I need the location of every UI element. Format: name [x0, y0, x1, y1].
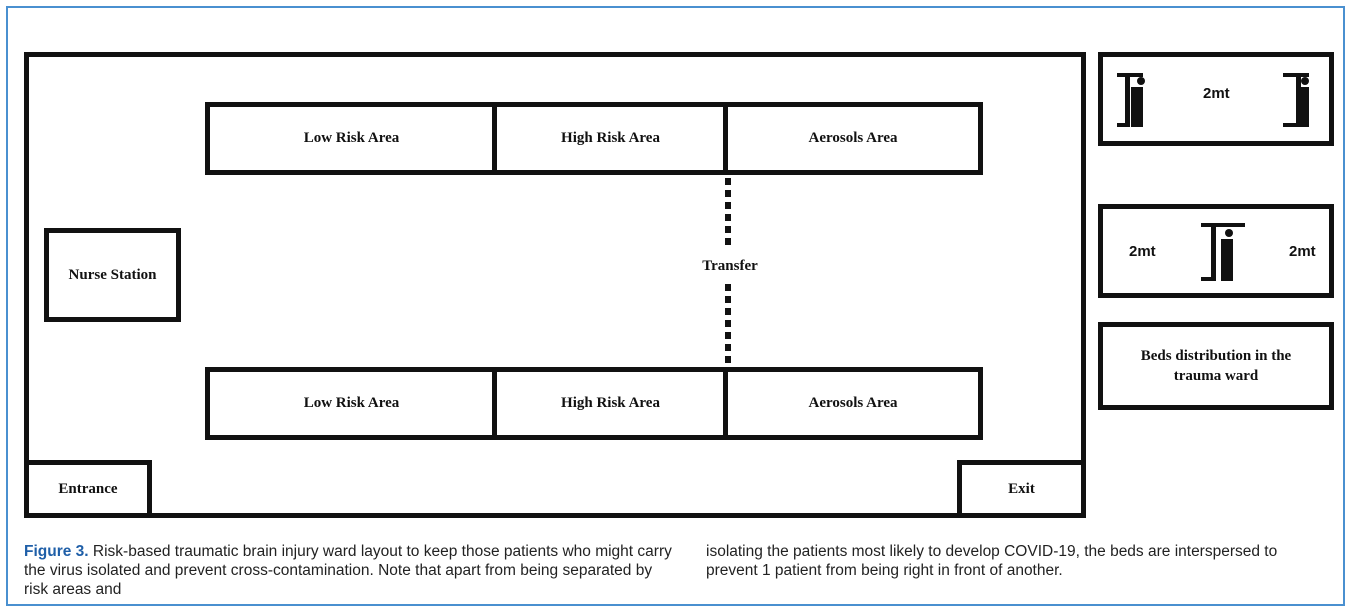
bottom-aerosols-area: Aerosols Area	[723, 367, 983, 440]
legend-pair-distance: 2mt	[1203, 85, 1230, 102]
bottom-low-risk-area: Low Risk Area	[205, 367, 498, 440]
figure-caption-right: isolating the patients most likely to de…	[706, 542, 1326, 580]
legend-single-left-distance: 2mt	[1129, 243, 1156, 260]
bed-icon	[1117, 73, 1145, 127]
figure-frame	[6, 6, 1345, 606]
bed-icon	[1201, 223, 1245, 281]
figure-label: Figure 3.	[24, 543, 89, 560]
top-high-risk-area: High Risk Area	[492, 102, 729, 175]
top-low-risk-area: Low Risk Area	[205, 102, 498, 175]
bottom-high-risk-area: High Risk Area	[492, 367, 729, 440]
legend-bed-pair: 2mt	[1098, 52, 1334, 146]
legend-description: Beds distribution in the trauma ward	[1098, 322, 1334, 410]
caption-left-text: Risk-based traumatic brain injury ward l…	[24, 543, 672, 598]
bed-icon	[1283, 73, 1309, 127]
caption-right-text: isolating the patients most likely to de…	[706, 543, 1278, 579]
transfer-label: Transfer	[702, 258, 758, 274]
transfer-path-lower	[725, 284, 731, 368]
exit: Exit	[957, 460, 1086, 518]
entrance: Entrance	[24, 460, 152, 518]
top-aerosols-area: Aerosols Area	[723, 102, 983, 175]
nurse-station: Nurse Station	[44, 228, 181, 322]
legend-single-right-distance: 2mt	[1289, 243, 1316, 260]
figure-caption-left: Figure 3. Risk-based traumatic brain inj…	[24, 542, 674, 599]
legend-single-bed: 2mt 2mt	[1098, 204, 1334, 298]
legend-description-text: Beds distribution in the trauma ward	[1140, 348, 1292, 384]
transfer-path-upper	[725, 178, 731, 248]
